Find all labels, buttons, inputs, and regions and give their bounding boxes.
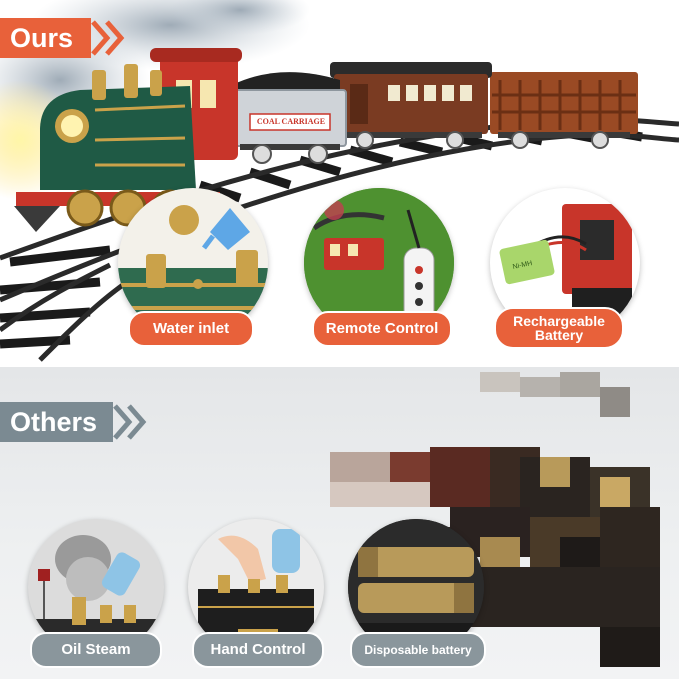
ours-tag: Ours <box>0 18 127 58</box>
passenger-carriage <box>330 62 492 149</box>
ours-tag-label: Ours <box>0 18 92 58</box>
remote-control-label: Remote Control <box>312 311 452 347</box>
coal-carriage-label: COAL CARRIAGE <box>256 117 326 126</box>
ours-section: COAL CARRIAGE Ours Water inlet <box>0 0 679 362</box>
oil-steam-label: Oil Steam <box>30 632 162 668</box>
hand-control-label: Hand Control <box>192 632 324 668</box>
double-chevron-right-icon <box>91 20 125 56</box>
disposable-battery-label: Disposable battery <box>350 632 486 668</box>
others-section: Others Oil Steam <box>0 367 679 679</box>
water-inlet-label: Water inlet <box>128 311 254 347</box>
others-tag: Others <box>0 402 149 442</box>
others-tag-label: Others <box>0 402 114 442</box>
freight-car <box>490 72 638 149</box>
coal-tender <box>229 72 347 164</box>
svg-text:Ni-MH: Ni-MH <box>512 260 533 271</box>
rechargeable-battery-label: Rechargeable Battery <box>494 307 624 349</box>
double-chevron-right-icon <box>113 404 147 440</box>
